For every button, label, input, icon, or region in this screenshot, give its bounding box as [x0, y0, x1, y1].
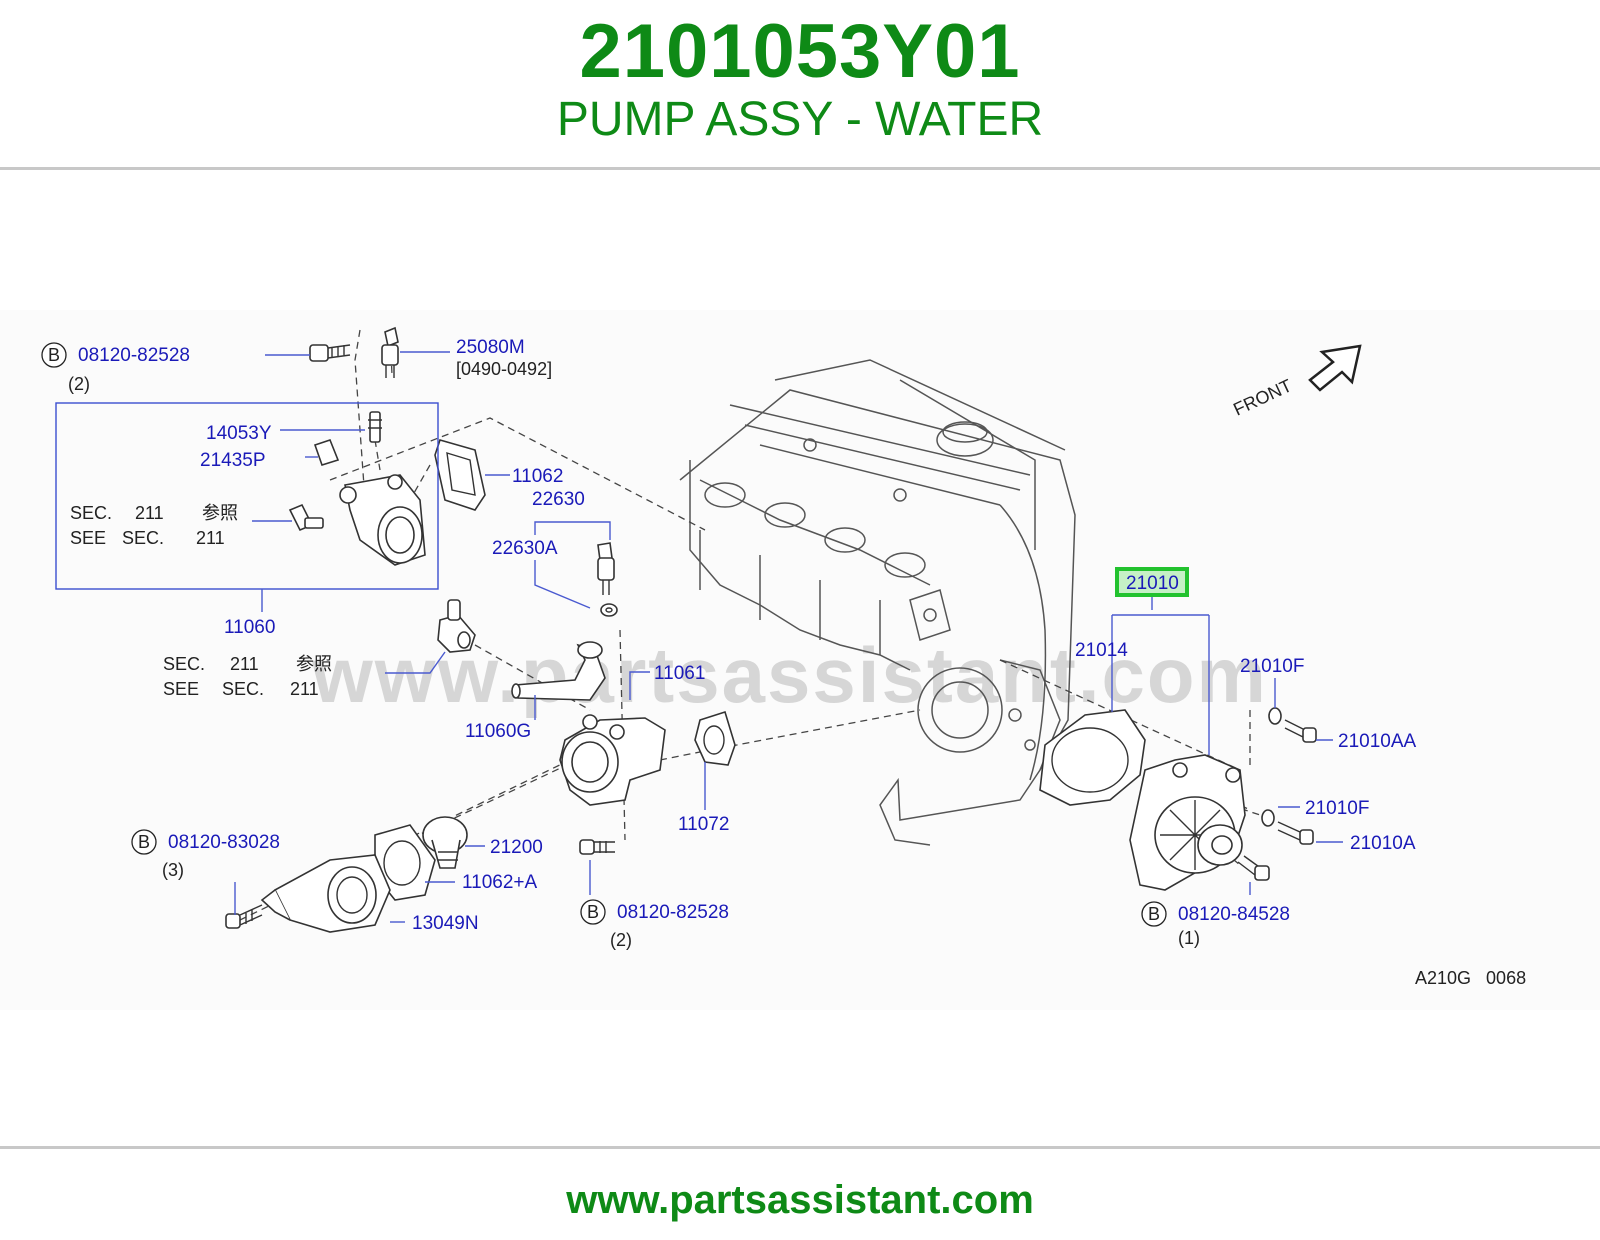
footer-divider — [0, 1146, 1600, 1149]
header-divider — [0, 167, 1600, 170]
callout-25080m[interactable]: 25080M — [456, 337, 525, 358]
connector-14053y-drawing — [368, 411, 382, 443]
thermostat-21200-drawing — [422, 816, 468, 869]
fitting-sec211-top-drawing — [288, 503, 324, 532]
inlet-13049n-drawing — [260, 854, 391, 933]
switch-25080m-drawing — [381, 326, 399, 378]
callout-11060g[interactable]: 11060G — [465, 721, 531, 742]
callout-21014[interactable]: 21014 — [1075, 640, 1128, 661]
qty-lower-middle: (2) — [610, 930, 632, 950]
sec-note-a-2: 211 — [135, 503, 164, 523]
callout-13049n[interactable]: 13049N — [412, 913, 479, 934]
callout-22630a[interactable]: 22630A — [492, 538, 558, 559]
gasket-21014-drawing — [1039, 709, 1146, 806]
highlighted-part-box — [1115, 567, 1189, 597]
callout-21010f-top[interactable]: 21010F — [1240, 656, 1304, 677]
sec-note-a-3: 参照 — [202, 503, 238, 523]
engine-block-drawing — [679, 359, 1076, 846]
callout-25080m-range: [0490-0492] — [456, 359, 552, 379]
see-note-b-3: 211 — [290, 679, 319, 699]
housing-11060-drawing — [339, 474, 426, 566]
callout-08120-84528[interactable]: 08120-84528 — [1178, 904, 1290, 925]
callout-21435p[interactable]: 21435P — [200, 450, 266, 471]
diagram-svg: www.partsassistant.com — [0, 310, 1600, 1010]
part-number-heading: 2101053Y01 — [579, 9, 1021, 94]
callout-11062a[interactable]: 11062+A — [462, 872, 538, 893]
diagram-code: A210G 0068 — [1415, 968, 1526, 988]
gasket-11072-drawing — [694, 710, 736, 766]
qty-lower-right: (1) — [1178, 928, 1200, 948]
leader-lines — [55, 351, 1343, 923]
gasket-11062-drawing — [434, 439, 486, 511]
bolt-badge-letter: B — [587, 902, 599, 922]
part-name-heading: PUMP ASSY - WATER — [556, 93, 1044, 146]
sec-note-b-2: 211 — [230, 654, 259, 674]
qty-top: (2) — [68, 374, 90, 394]
see-note-a-2: SEC. — [122, 528, 164, 548]
bolt-badge-letter: B — [1148, 904, 1160, 924]
see-note-b-1: SEE — [163, 679, 199, 699]
callout-21010f-bottom[interactable]: 21010F — [1305, 798, 1369, 819]
bolt-lower-middle — [579, 839, 615, 855]
qty-lower-left: (3) — [162, 860, 184, 880]
callout-08120-82528-bottom[interactable]: 08120-82528 — [617, 902, 729, 923]
callout-21200[interactable]: 21200 — [490, 837, 543, 858]
callout-21010-highlighted[interactable]: 21010 — [1126, 573, 1179, 594]
bolt-badge-icon — [1141, 901, 1167, 927]
bolt-badge-letter: B — [48, 345, 60, 365]
bolt-badge-icon — [131, 829, 157, 855]
water-pump-21010-drawing — [1129, 754, 1246, 891]
see-note-b-2: SEC. — [222, 679, 264, 699]
callout-11061[interactable]: 11061 — [654, 663, 705, 684]
footer-website-link[interactable]: www.partsassistant.com — [566, 1178, 1034, 1222]
label-plate-21435p-drawing — [313, 439, 340, 466]
parts-diagram: www.partsassistant.com — [0, 300, 1600, 1060]
sec-note-a-1: SEC. — [70, 503, 112, 523]
bolt-top-left — [309, 344, 351, 362]
bolt-badge-icon — [41, 342, 67, 368]
bolt-badge-icon — [580, 899, 606, 925]
callout-08120-82528-top[interactable]: 08120-82528 — [78, 345, 190, 366]
callout-11062[interactable]: 11062 — [512, 466, 563, 487]
bolt-lower-left — [225, 904, 263, 929]
callout-11060[interactable]: 11060 — [224, 617, 275, 638]
callout-11072[interactable]: 11072 — [678, 814, 729, 835]
sec-note-b-3: 参照 — [296, 654, 332, 674]
see-note-a-1: SEE — [70, 528, 106, 548]
sensor-22630-drawing — [597, 542, 618, 617]
sec-note-b-1: SEC. — [163, 654, 205, 674]
pump-fasteners-drawing — [1237, 707, 1317, 881]
callout-08120-83028[interactable]: 08120-83028 — [168, 832, 280, 853]
bolt-badge-letter: B — [138, 832, 150, 852]
callout-14053y[interactable]: 14053Y — [206, 423, 272, 444]
see-note-a-3: 211 — [196, 528, 225, 548]
part-callouts: B 08120-82528 (2) 25080M [0490-0492] 140… — [41, 337, 1526, 988]
callout-22630[interactable]: 22630 — [532, 489, 585, 510]
pipe-11060g-drawing — [511, 641, 606, 701]
fitting-sec211-middle-drawing — [437, 599, 476, 653]
outlet-11061-drawing — [559, 714, 666, 806]
callout-21010aa[interactable]: 21010AA — [1338, 731, 1417, 752]
callout-21010a[interactable]: 21010A — [1350, 833, 1416, 854]
